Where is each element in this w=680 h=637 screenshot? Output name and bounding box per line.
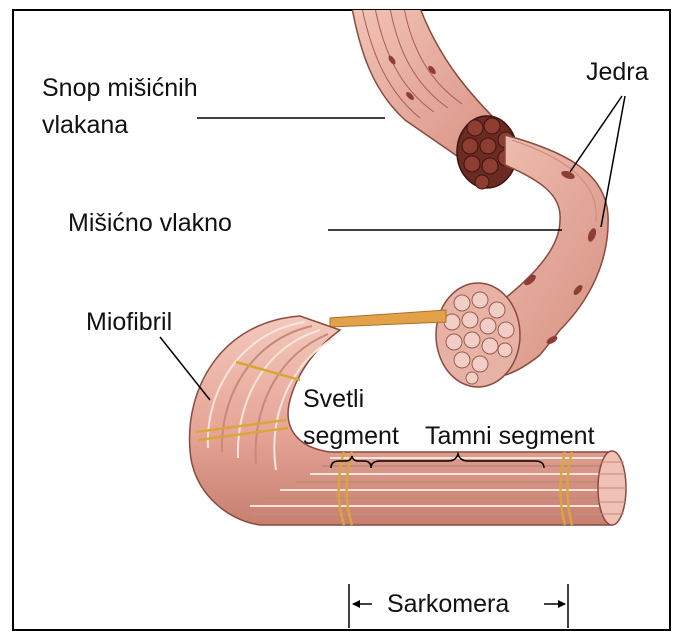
sarcomere-label: Sarkomera	[387, 590, 509, 618]
myofibril-label: Miofibril	[86, 308, 172, 336]
dark-segment-label: Tamni segment	[425, 422, 595, 450]
bundle-label: vlakana	[42, 111, 128, 139]
fiber-cross-section	[436, 283, 520, 387]
nuclei-label: Jedra	[586, 58, 649, 86]
light-segment-label: segment	[303, 422, 399, 450]
light-segment-label: Svetli	[303, 385, 364, 413]
fiber-label: Mišićno vlakno	[68, 209, 232, 237]
bundle-label: Snop mišićnih	[42, 74, 198, 102]
